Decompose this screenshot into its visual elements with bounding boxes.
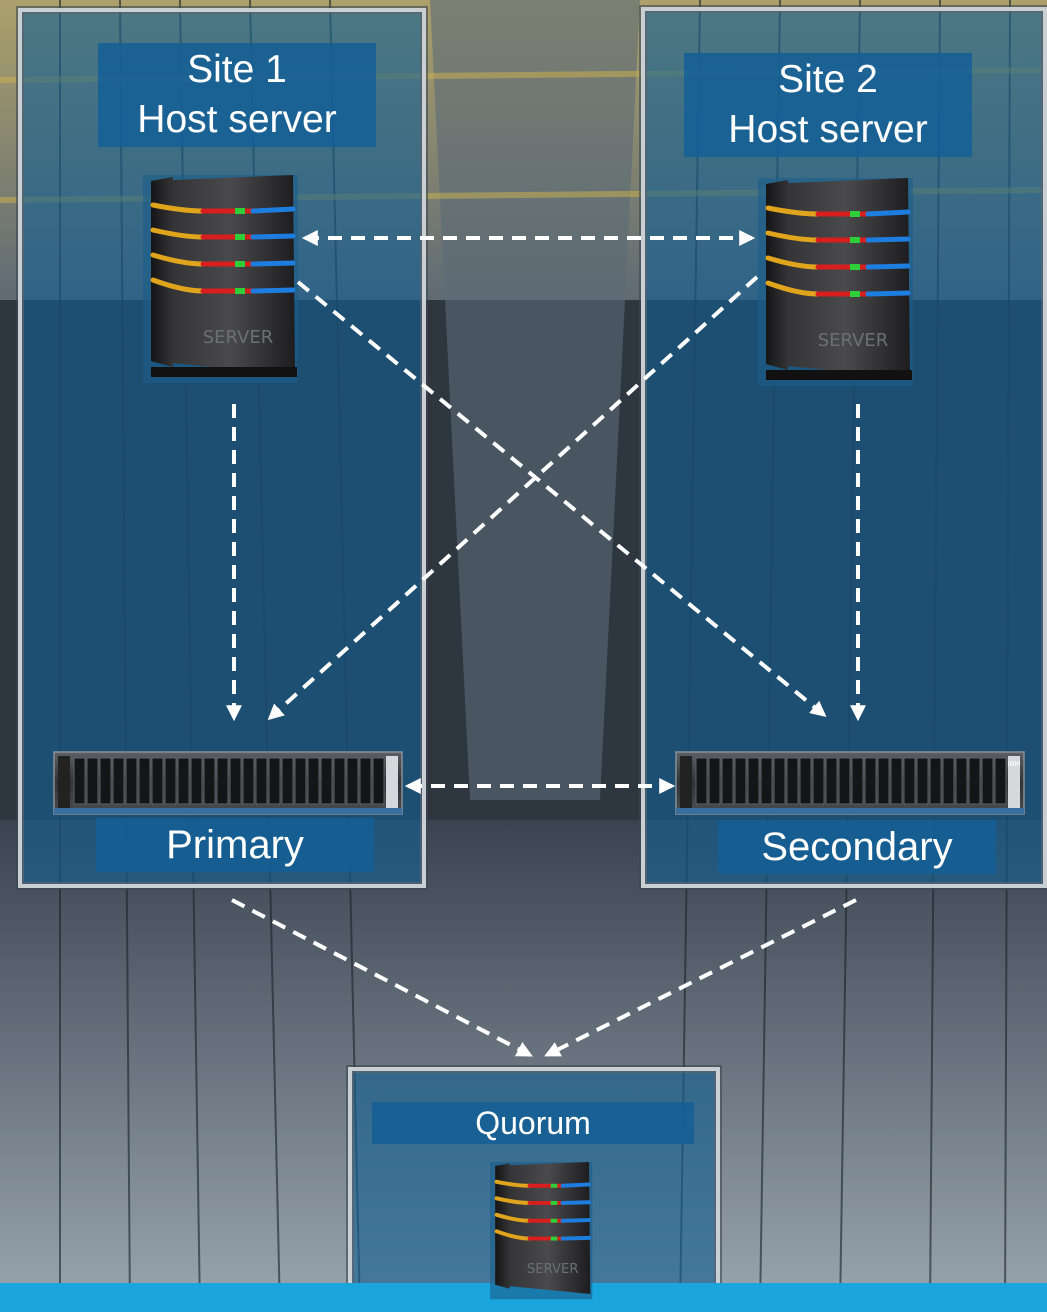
secondary-label-text: Secondary xyxy=(761,825,953,869)
primary-label: Primary xyxy=(96,818,374,872)
site1-title: Site 1 Host server xyxy=(98,43,376,147)
accent-bar xyxy=(0,1283,1047,1312)
site1-title-line2: Host server xyxy=(137,98,337,141)
quorum-label-text: Quorum xyxy=(475,1105,591,1141)
site2-title-line1: Site 2 xyxy=(778,58,878,101)
secondary-label: Secondary xyxy=(718,820,996,874)
site1-title-line1: Site 1 xyxy=(187,48,287,91)
site2-title-line2: Host server xyxy=(728,108,928,151)
quorum-label: Quorum xyxy=(372,1102,694,1144)
site2-title: Site 2 Host server xyxy=(684,53,972,157)
primary-label-text: Primary xyxy=(166,823,304,867)
